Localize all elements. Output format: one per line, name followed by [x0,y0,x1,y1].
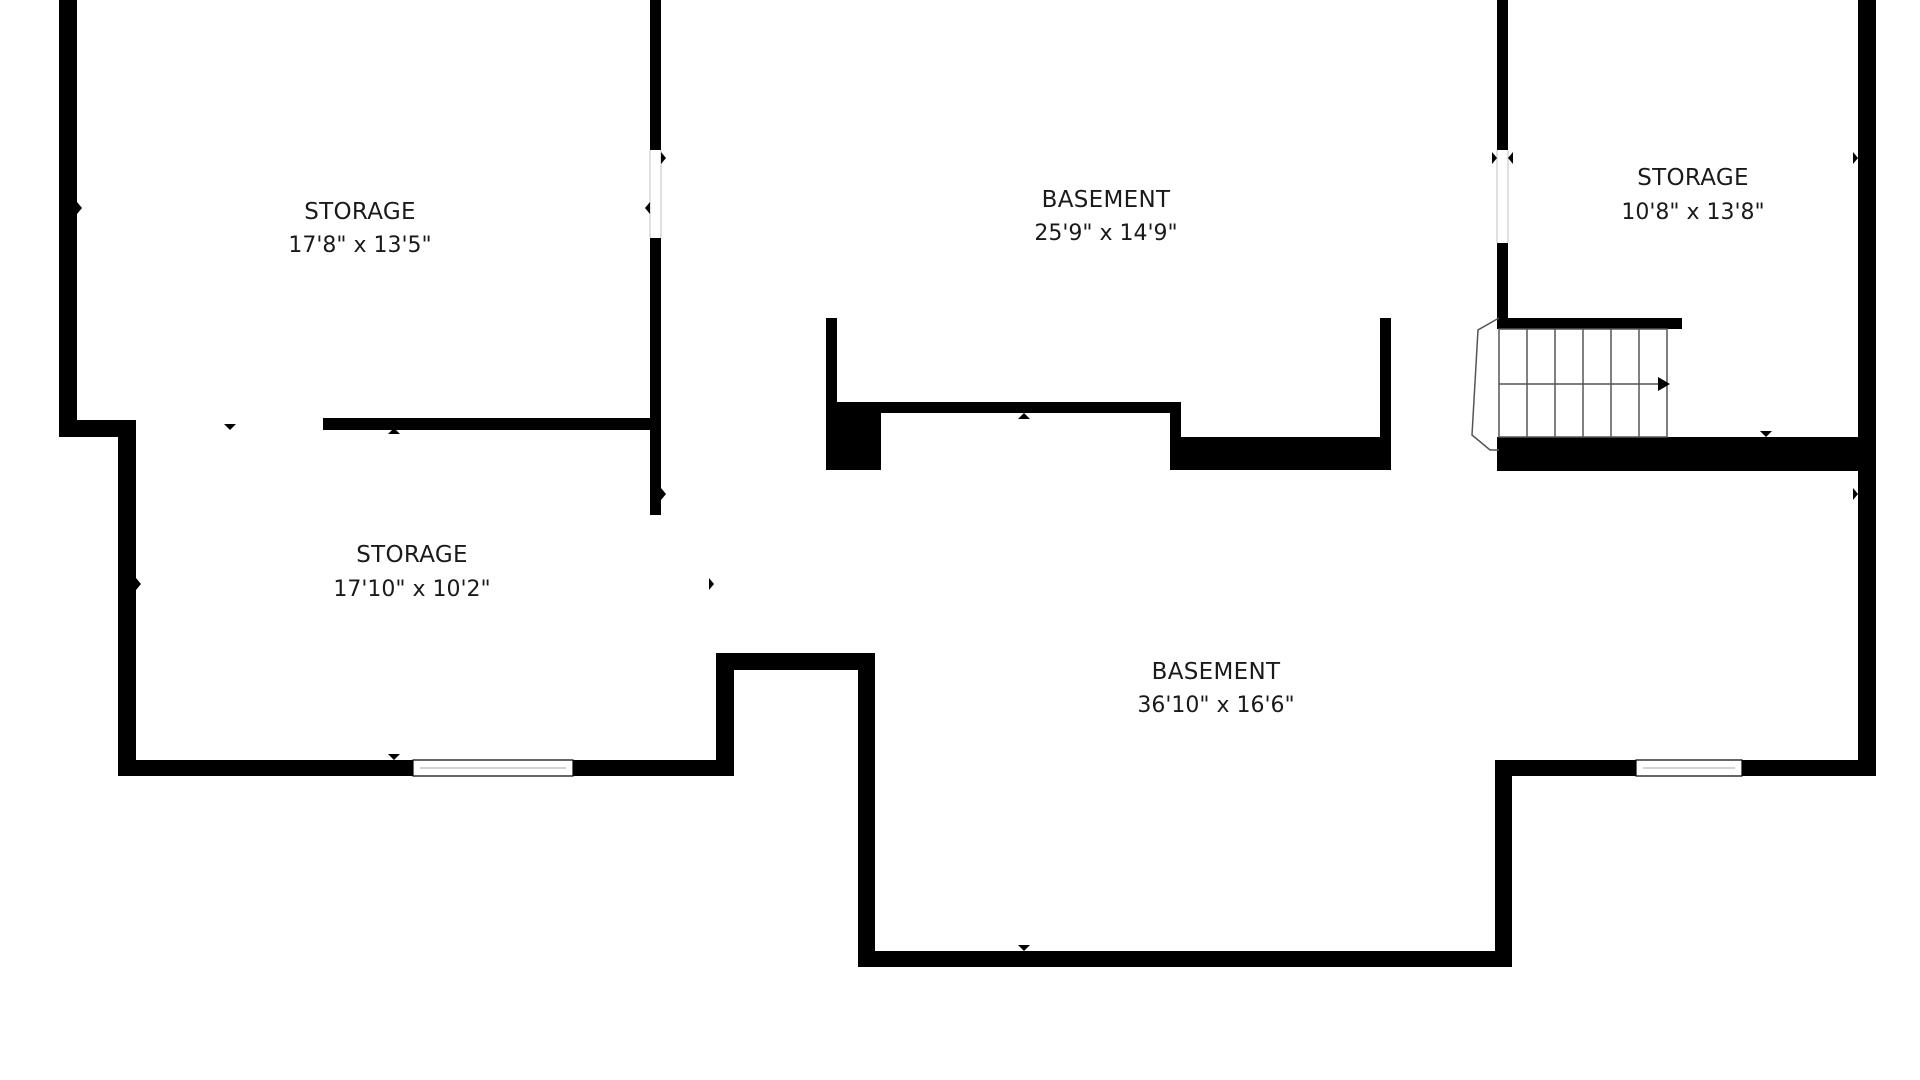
stair-direction-arrow-icon [1658,377,1670,391]
marker-icon [1018,413,1030,419]
wall-step-down [858,653,875,967]
room-dimensions: 17'10" x 10'2" [333,577,490,602]
wall-step-up-right [1495,760,1512,967]
wall-island-right-post [1380,318,1391,470]
marker-icon [1760,431,1772,437]
room-name: STORAGE [1637,165,1749,191]
room-dimensions: 10'8" x 13'8" [1621,200,1764,225]
wall-stair-top [1497,318,1682,329]
wall-divider-upper-b [650,238,661,515]
wall-left-upper [59,0,77,435]
wall-bottom-middle [858,951,1512,967]
wall-divider-upper-a [650,0,661,150]
wall-island-left-post [826,318,837,470]
wall-step-up-left [716,653,734,776]
windows [412,759,1743,777]
walls [59,0,1876,967]
room-dimensions: 17'8" x 13'5" [288,233,431,258]
marker-icon [388,754,400,760]
marker-icon [661,152,666,164]
room-dimensions: 25'9" x 14'9" [1034,221,1177,246]
room-name: BASEMENT [1042,187,1171,213]
marker-icon [645,202,650,214]
dimension-markers [77,152,1858,951]
wall-right-storage-divider-b [1497,243,1508,328]
wall-left-lower [118,420,136,776]
marker-icon [1492,152,1497,164]
room-dimensions: 36'10" x 16'6" [1137,693,1294,718]
wall-step-top [716,653,874,670]
wall-storage-shelf [323,418,661,430]
room-name: STORAGE [304,199,416,225]
wall-island-top [826,402,1181,413]
wall-right-storage-bottom [1497,437,1858,471]
marker-icon [1018,945,1030,951]
wall-left-notch [59,420,135,437]
marker-icon [661,488,666,500]
wall-island-left-block [826,402,881,470]
marker-icon [1853,152,1858,164]
marker-icon [1853,488,1858,500]
marker-icon [388,428,400,434]
wall-right-storage-divider-a [1497,0,1508,150]
staircase [1471,317,1668,451]
wall-right [1858,0,1876,776]
wall-island-step [1170,402,1181,470]
room-name: STORAGE [356,542,468,568]
marker-icon [77,202,82,214]
room-name: BASEMENT [1152,659,1281,685]
marker-icon [1508,152,1513,164]
door-openings [649,150,1509,243]
room-labels: STORAGE 17'8" x 13'5" BASEMENT 25'9" x 1… [288,165,1764,718]
marker-icon [224,424,236,430]
marker-icon [136,578,141,590]
marker-icon [709,578,714,590]
wall-island-right-block [1170,437,1390,470]
